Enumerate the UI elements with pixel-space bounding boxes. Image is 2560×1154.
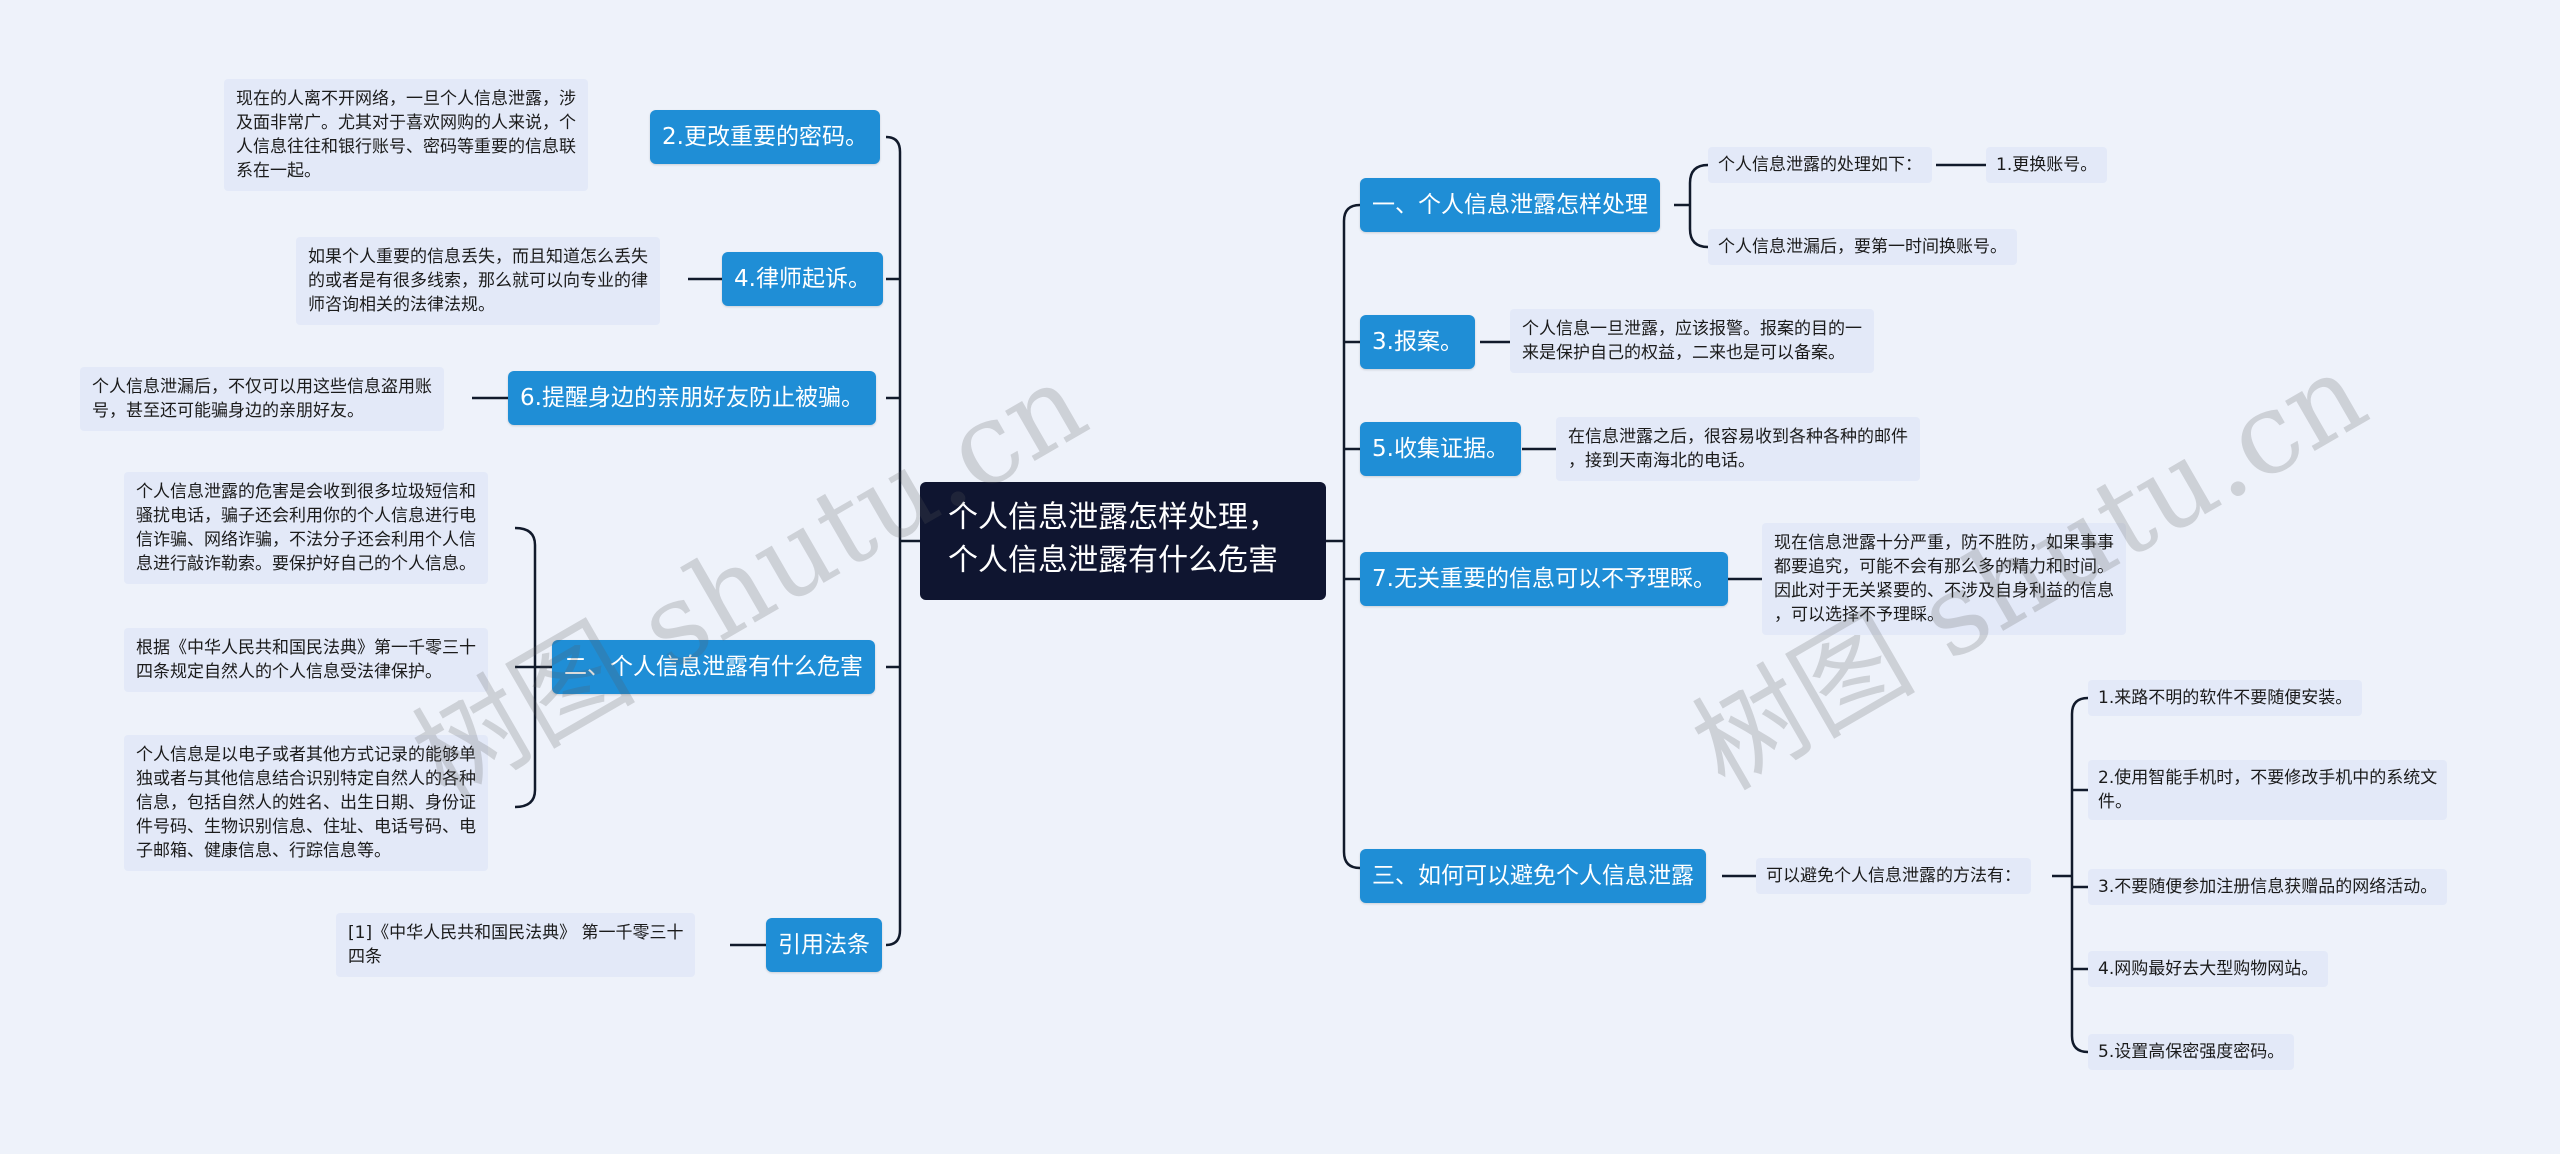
leaf-remind-friends-text: 个人信息泄漏后，不仅可以用这些信息盗用账 号，甚至还可能骗身边的亲朋好友。 <box>80 367 444 431</box>
text-line: 现在的人离不开网络，一旦个人信息泄露，涉 <box>236 89 576 109</box>
leaf-avoid-tip-3: 3.不要随便参加注册信息获赠品的网络活动。 <box>2088 869 2448 905</box>
text-line: 来是保护自己的权益，二来也是可以备案。 <box>1522 343 1845 363</box>
text-line: 的或者是有很多线索，那么就可以向专业的律 <box>308 271 648 291</box>
text-line: [1]《中华人民共和国民法典》 第一千零三十 <box>348 923 684 943</box>
text-line: 个人信息一旦泄露，应该报警。报案的目的一 <box>1522 319 1862 339</box>
leaf-avoid-intro: 可以避免个人信息泄露的方法有： <box>1756 858 2031 894</box>
text-line: 个人信息泄漏后，不仅可以用这些信息盗用账 <box>92 377 432 397</box>
branch-ignore[interactable]: 7.无关重要的信息可以不予理睬。 <box>1360 552 1728 606</box>
text-line: 2.使用智能手机时，不要修改手机中的系统文 <box>2098 768 2438 788</box>
leaf-ignore-text: 现在信息泄露十分严重，防不胜防，如果事事 都要追究，可能不会有那么多的精力和时间… <box>1762 523 2126 635</box>
text-line: 个人信息是以电子或者其他方式记录的能够单 <box>136 745 476 765</box>
leaf-avoid-tip-5: 5.设置高保密强度密码。 <box>2088 1034 2295 1070</box>
text-line: 号，甚至还可能骗身边的亲朋好友。 <box>92 401 364 421</box>
text-line: 个人信息泄露的危害是会收到很多垃圾短信和 <box>136 482 476 502</box>
root-title-line-2: 个人信息泄露有什么危害 <box>948 543 1278 578</box>
leaf-lawyer-text: 如果个人重要的信息丢失，而且知道怎么丢失 的或者是有很多线索，那么就可以向专业的… <box>296 237 660 325</box>
leaf-avoid-tip-1: 1.来路不明的软件不要随便安装。 <box>2088 680 2363 716</box>
leaf-avoid-tip-4: 4.网购最好去大型购物网站。 <box>2088 951 2329 987</box>
branch-report[interactable]: 3.报案。 <box>1360 315 1475 369</box>
text-line: 因此对于无关紧要的、不涉及自身利益的信息 <box>1774 581 2114 601</box>
branch-avoid[interactable]: 三、如何可以避免个人信息泄露 <box>1360 849 1706 903</box>
leaf-citation-text: [1]《中华人民共和国民法典》 第一千零三十 四条 <box>336 913 696 977</box>
text-line: 根据《中华人民共和国民法典》第一千零三十 <box>136 638 476 658</box>
branch-remind-friends[interactable]: 6.提醒身边的亲朋好友防止被骗。 <box>508 371 876 425</box>
text-line: 5.设置高保密强度密码。 <box>2098 1042 2285 1062</box>
text-line: 现在信息泄露十分严重，防不胜防，如果事事 <box>1774 533 2114 553</box>
text-line: 息进行敲诈勒索。要保护好自己的个人信息。 <box>136 554 476 574</box>
text-line: 都要追究，可能不会有那么多的精力和时间。 <box>1774 557 2114 577</box>
text-line: ，接到天南海北的电话。 <box>1568 451 1755 471</box>
text-line: 在信息泄露之后，很容易收到各种各种的邮件 <box>1568 427 1908 447</box>
text-line: 如果个人重要的信息丢失，而且知道怎么丢失 <box>308 247 648 267</box>
text-line: 4.网购最好去大型购物网站。 <box>2098 959 2319 979</box>
leaf-handle-step-2: 个人信息泄漏后，要第一时间换账号。 <box>1708 229 2017 265</box>
text-line: 独或者与其他信息结合识别特定自然人的各种 <box>136 769 476 789</box>
text-line: 系在一起。 <box>236 161 321 181</box>
text-line: 四条规定自然人的个人信息受法律保护。 <box>136 662 442 682</box>
leaf-report-text: 个人信息一旦泄露，应该报警。报案的目的一 来是保护自己的权益，二来也是可以备案。 <box>1510 309 1874 373</box>
text-line: ，可以选择不予理睬。 <box>1774 605 1944 625</box>
text-line: 1.来路不明的软件不要随便安装。 <box>2098 688 2353 708</box>
text-line: 信息，包括自然人的姓名、出生日期、身份证 <box>136 793 476 813</box>
branch-lawyer[interactable]: 4.律师起诉。 <box>722 252 883 306</box>
branch-citation[interactable]: 引用法条 <box>766 918 882 972</box>
text-line: 信诈骗、网络诈骗，不法分子还会利用个人信 <box>136 530 476 550</box>
leaf-handle-intro: 个人信息泄露的处理如下： <box>1708 147 1932 183</box>
branch-handle[interactable]: 一、个人信息泄露怎样处理 <box>1360 178 1660 232</box>
text-line: 3.不要随便参加注册信息获赠品的网络活动。 <box>2098 877 2438 897</box>
branch-harm[interactable]: 二、个人信息泄露有什么危害 <box>552 640 875 694</box>
root-topic[interactable]: 个人信息泄露怎样处理， 个人信息泄露有什么危害 <box>920 482 1326 600</box>
leaf-harm-3: 个人信息是以电子或者其他方式记录的能够单 独或者与其他信息结合识别特定自然人的各… <box>124 735 488 871</box>
leaf-avoid-tip-2: 2.使用智能手机时，不要修改手机中的系统文 件。 <box>2088 760 2448 820</box>
branch-change-password[interactable]: 2.更改重要的密码。 <box>650 110 880 164</box>
text-line: 四条 <box>348 947 382 967</box>
text-line: 件号码、生物识别信息、住址、电话号码、电 <box>136 817 476 837</box>
text-line: 骚扰电话，骗子还会利用你的个人信息进行电 <box>136 506 476 526</box>
root-title-line-1: 个人信息泄露怎样处理， <box>948 500 1278 535</box>
text-line: 件。 <box>2098 792 2132 812</box>
leaf-handle-step-1: 1.更换账号。 <box>1986 147 2108 183</box>
text-line: 及面非常广。尤其对于喜欢网购的人来说，个 <box>236 113 576 133</box>
leaf-harm-2: 根据《中华人民共和国民法典》第一千零三十 四条规定自然人的个人信息受法律保护。 <box>124 628 488 692</box>
text-line: 师咨询相关的法律法规。 <box>308 295 495 315</box>
leaf-harm-1: 个人信息泄露的危害是会收到很多垃圾短信和 骚扰电话，骗子还会利用你的个人信息进行… <box>124 472 488 584</box>
text-line: 子邮箱、健康信息、行踪信息等。 <box>136 841 391 861</box>
text-line: 人信息往往和银行账号、密码等重要的信息联 <box>236 137 576 157</box>
leaf-change-password-text: 现在的人离不开网络，一旦个人信息泄露，涉 及面非常广。尤其对于喜欢网购的人来说，… <box>224 79 588 191</box>
leaf-evidence-text: 在信息泄露之后，很容易收到各种各种的邮件 ，接到天南海北的电话。 <box>1556 417 1920 481</box>
branch-evidence[interactable]: 5.收集证据。 <box>1360 422 1521 476</box>
